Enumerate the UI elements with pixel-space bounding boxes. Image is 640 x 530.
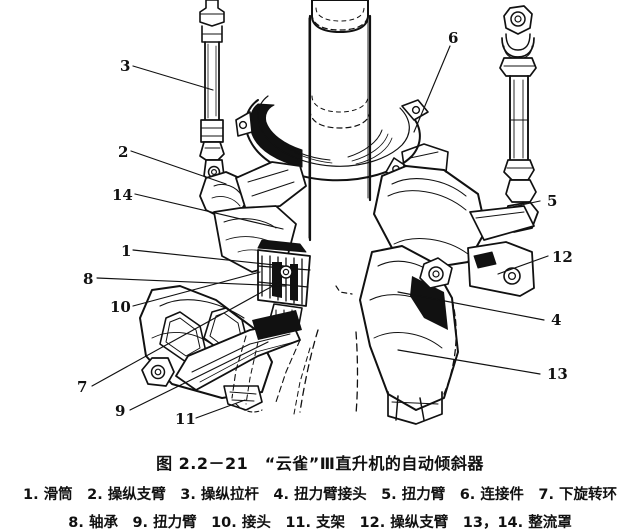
leader-line-9: [129, 341, 269, 411]
right-control-arm: [373, 143, 535, 297]
left-fairing-hatching: [231, 335, 259, 405]
leader-line-7: [91, 281, 281, 387]
leader-line-8: [96, 277, 287, 287]
callout-7: 7: [77, 378, 88, 396]
caption-block: 图 2.2－21 “云雀”Ⅲ直升机的自动倾斜器 1. 滑筒 2. 操纵支臂 3.…: [0, 440, 640, 530]
leader-line-6: [413, 45, 451, 133]
leader-line-2: [130, 150, 227, 185]
callout-5: 5: [547, 192, 558, 210]
leader-line-1: [132, 249, 285, 267]
leader-line-10: [132, 271, 261, 307]
legend-line-2: 8. 轴承 9. 扭力臂 10. 接头 11. 支架 12. 操纵支臂 13，1…: [68, 515, 572, 530]
leader-line-11: [195, 399, 246, 419]
right-torque-joint-fairing: [335, 245, 459, 425]
lower-fairing-outline: [275, 329, 359, 415]
leader-line-3: [132, 65, 214, 91]
swashplate-assembly-drawing: [91, 0, 549, 425]
callout-14: 14: [112, 186, 133, 204]
callout-6: 6: [448, 29, 459, 47]
callout-3: 3: [120, 57, 131, 75]
left-support-bracket: [139, 285, 302, 413]
legend-line-1: 1. 滑筒 2. 操纵支臂 3. 操纵拉杆 4. 扭力臂接头 5. 扭力臂 6.…: [22, 487, 618, 503]
main-mast-sleeve: [308, 0, 372, 242]
callout-12: 12: [552, 248, 573, 266]
leader-line-14: [134, 193, 284, 230]
leader-line-12: [497, 255, 549, 275]
leader-lines: [91, 45, 549, 419]
callout-11: 11: [175, 410, 196, 428]
callout-1: 1: [121, 242, 132, 260]
callout-9: 9: [115, 402, 126, 420]
leader-line-4: [397, 291, 545, 321]
callout-8: 8: [83, 270, 94, 288]
callout-10: 10: [110, 298, 131, 316]
callout-13: 13: [547, 365, 568, 383]
illustration-area: 3 2 14 1 8 10 7 9 11 6 5 12 4 13: [77, 0, 573, 428]
leader-line-5: [511, 200, 541, 208]
leader-line-13: [397, 349, 541, 375]
callout-4: 4: [551, 311, 562, 329]
right-torque-link-rod: [499, 5, 539, 233]
left-pitch-link-rod: [199, 0, 225, 183]
callout-2: 2: [118, 143, 129, 161]
figure-title: 图 2.2－21 “云雀”Ⅲ直升机的自动倾斜器: [156, 454, 484, 473]
